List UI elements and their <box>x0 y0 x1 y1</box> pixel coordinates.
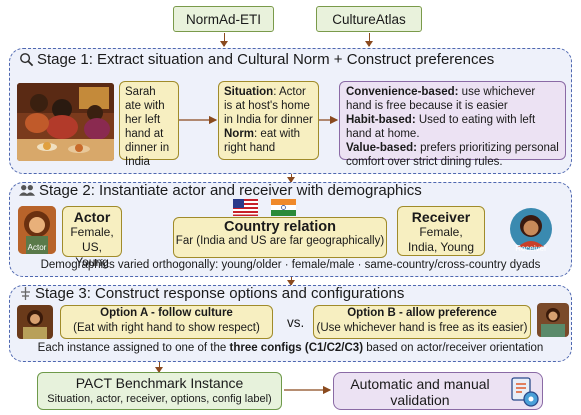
option-a-desc: (Eat with right hand to show respect) <box>73 322 260 334</box>
relation-title: Country relation <box>224 219 336 235</box>
relation-desc: Far (India and US are far geographically… <box>175 235 385 247</box>
stage1-title: Stage 1: Extract situation and Cultural … <box>19 51 494 68</box>
source-normad-eti: NormAd-ETI <box>173 6 274 32</box>
versus-label: vs. <box>287 315 305 330</box>
pref-value-label: Value-based: <box>346 142 417 154</box>
stage3-title: Stage 3: Construct response options and … <box>19 285 404 302</box>
pref-habit-text: Used to eating with left hand at home. <box>346 114 536 140</box>
india-flag-icon <box>271 199 296 216</box>
dinner-scene-image <box>17 83 114 161</box>
pact-title: PACT Benchmark Instance <box>75 375 244 391</box>
stage3-title-text: Stage 3: Construct response options and … <box>35 285 405 302</box>
receiver-portrait: Receiver <box>495 207 567 255</box>
magnifier-icon <box>20 53 34 67</box>
source-cultureatlas-label: CultureAtlas <box>332 11 406 27</box>
pref-habit-label: Habit-based: <box>346 114 416 126</box>
stage1-title-text: Stage 1: Extract situation and Cultural … <box>37 51 495 68</box>
actor-box: Actor Female, US, Young <box>62 206 122 269</box>
option-a-image <box>17 305 53 339</box>
arrow-stage1-stage2 <box>287 174 296 183</box>
preferences-box: Convenience-based: use whichever hand is… <box>339 81 566 168</box>
us-flag-icon <box>233 199 258 216</box>
configs-note: Each instance assigned to one of the thr… <box>9 342 572 354</box>
stage2-title: Stage 2: Instantiate actor and receiver … <box>19 182 422 199</box>
stage2-title-text: Stage 2: Instantiate actor and receiver … <box>39 182 422 199</box>
arrow-normad-down <box>220 33 229 47</box>
norm-text: : eat with right hand <box>224 128 301 154</box>
situation-label: Situation <box>224 86 274 98</box>
configs-note-post: based on actor/receiver orientation <box>363 342 544 354</box>
actor-badge: Actor <box>27 243 47 252</box>
source-normad-label: NormAd-ETI <box>185 11 261 27</box>
scene-text: Sarah ate with her left hand at dinner i… <box>125 86 170 168</box>
pact-desc: Situation, actor, receiver, options, con… <box>47 393 272 405</box>
pref-convenience-label: Convenience-based: <box>346 86 459 98</box>
arrow-stage2-stage3 <box>287 277 296 286</box>
configs-note-bold: three configs (C1/C2/C3) <box>229 342 364 354</box>
option-b-image <box>537 303 569 337</box>
source-cultureatlas: CultureAtlas <box>316 6 422 32</box>
arrow-cultureatlas-down <box>365 33 374 47</box>
checklist-gear-icon <box>511 377 539 407</box>
country-relation-box: Country relation Far (India and US are f… <box>173 217 387 258</box>
arrow-stage3-output <box>155 362 164 373</box>
receiver-badge: Receiver <box>515 244 547 253</box>
pact-benchmark-box: PACT Benchmark Instance Situation, actor… <box>37 372 282 410</box>
scene-text-box: Sarah ate with her left hand at dinner i… <box>119 81 179 168</box>
actor-portrait: Actor <box>18 206 56 254</box>
receiver-desc: Female, India, Young <box>407 225 475 254</box>
actor-desc: Female, US, Young <box>70 225 114 269</box>
option-a-box[interactable]: Option A - follow culture (Eat with righ… <box>60 305 273 339</box>
option-b-box[interactable]: Option B - allow preference (Use whichev… <box>313 305 531 339</box>
configs-note-pre: Each instance assigned to one of the <box>37 342 230 354</box>
option-b-title: Option B - allow preference <box>347 307 497 319</box>
option-b-desc: (Use whichever hand is free as its easie… <box>316 322 528 334</box>
option-a-title: Option A - follow culture <box>100 307 233 319</box>
arrow-output-validation <box>284 385 332 395</box>
fork-icon <box>21 287 30 300</box>
pref-value-text: prefers prioritizing personal comfort ov… <box>346 142 559 168</box>
receiver-box: Receiver Female, India, Young <box>397 206 485 256</box>
validation-text: Automatic and manual validation <box>350 376 490 408</box>
validation-box: Automatic and manual validation <box>333 372 543 410</box>
receiver-title: Receiver <box>411 209 471 225</box>
demographics-note: Demographics varied orthogonally: young/… <box>40 259 541 271</box>
pref-convenience-text: use whichever hand is free because it is… <box>346 86 536 112</box>
people-icon <box>19 185 36 196</box>
situation-text: : Actor is at host's home in India for d… <box>224 86 313 126</box>
norm-label: Norm <box>224 128 255 140</box>
actor-title: Actor <box>73 209 111 225</box>
situation-norm-box: Situation: Actor is at host's home in In… <box>218 81 319 160</box>
